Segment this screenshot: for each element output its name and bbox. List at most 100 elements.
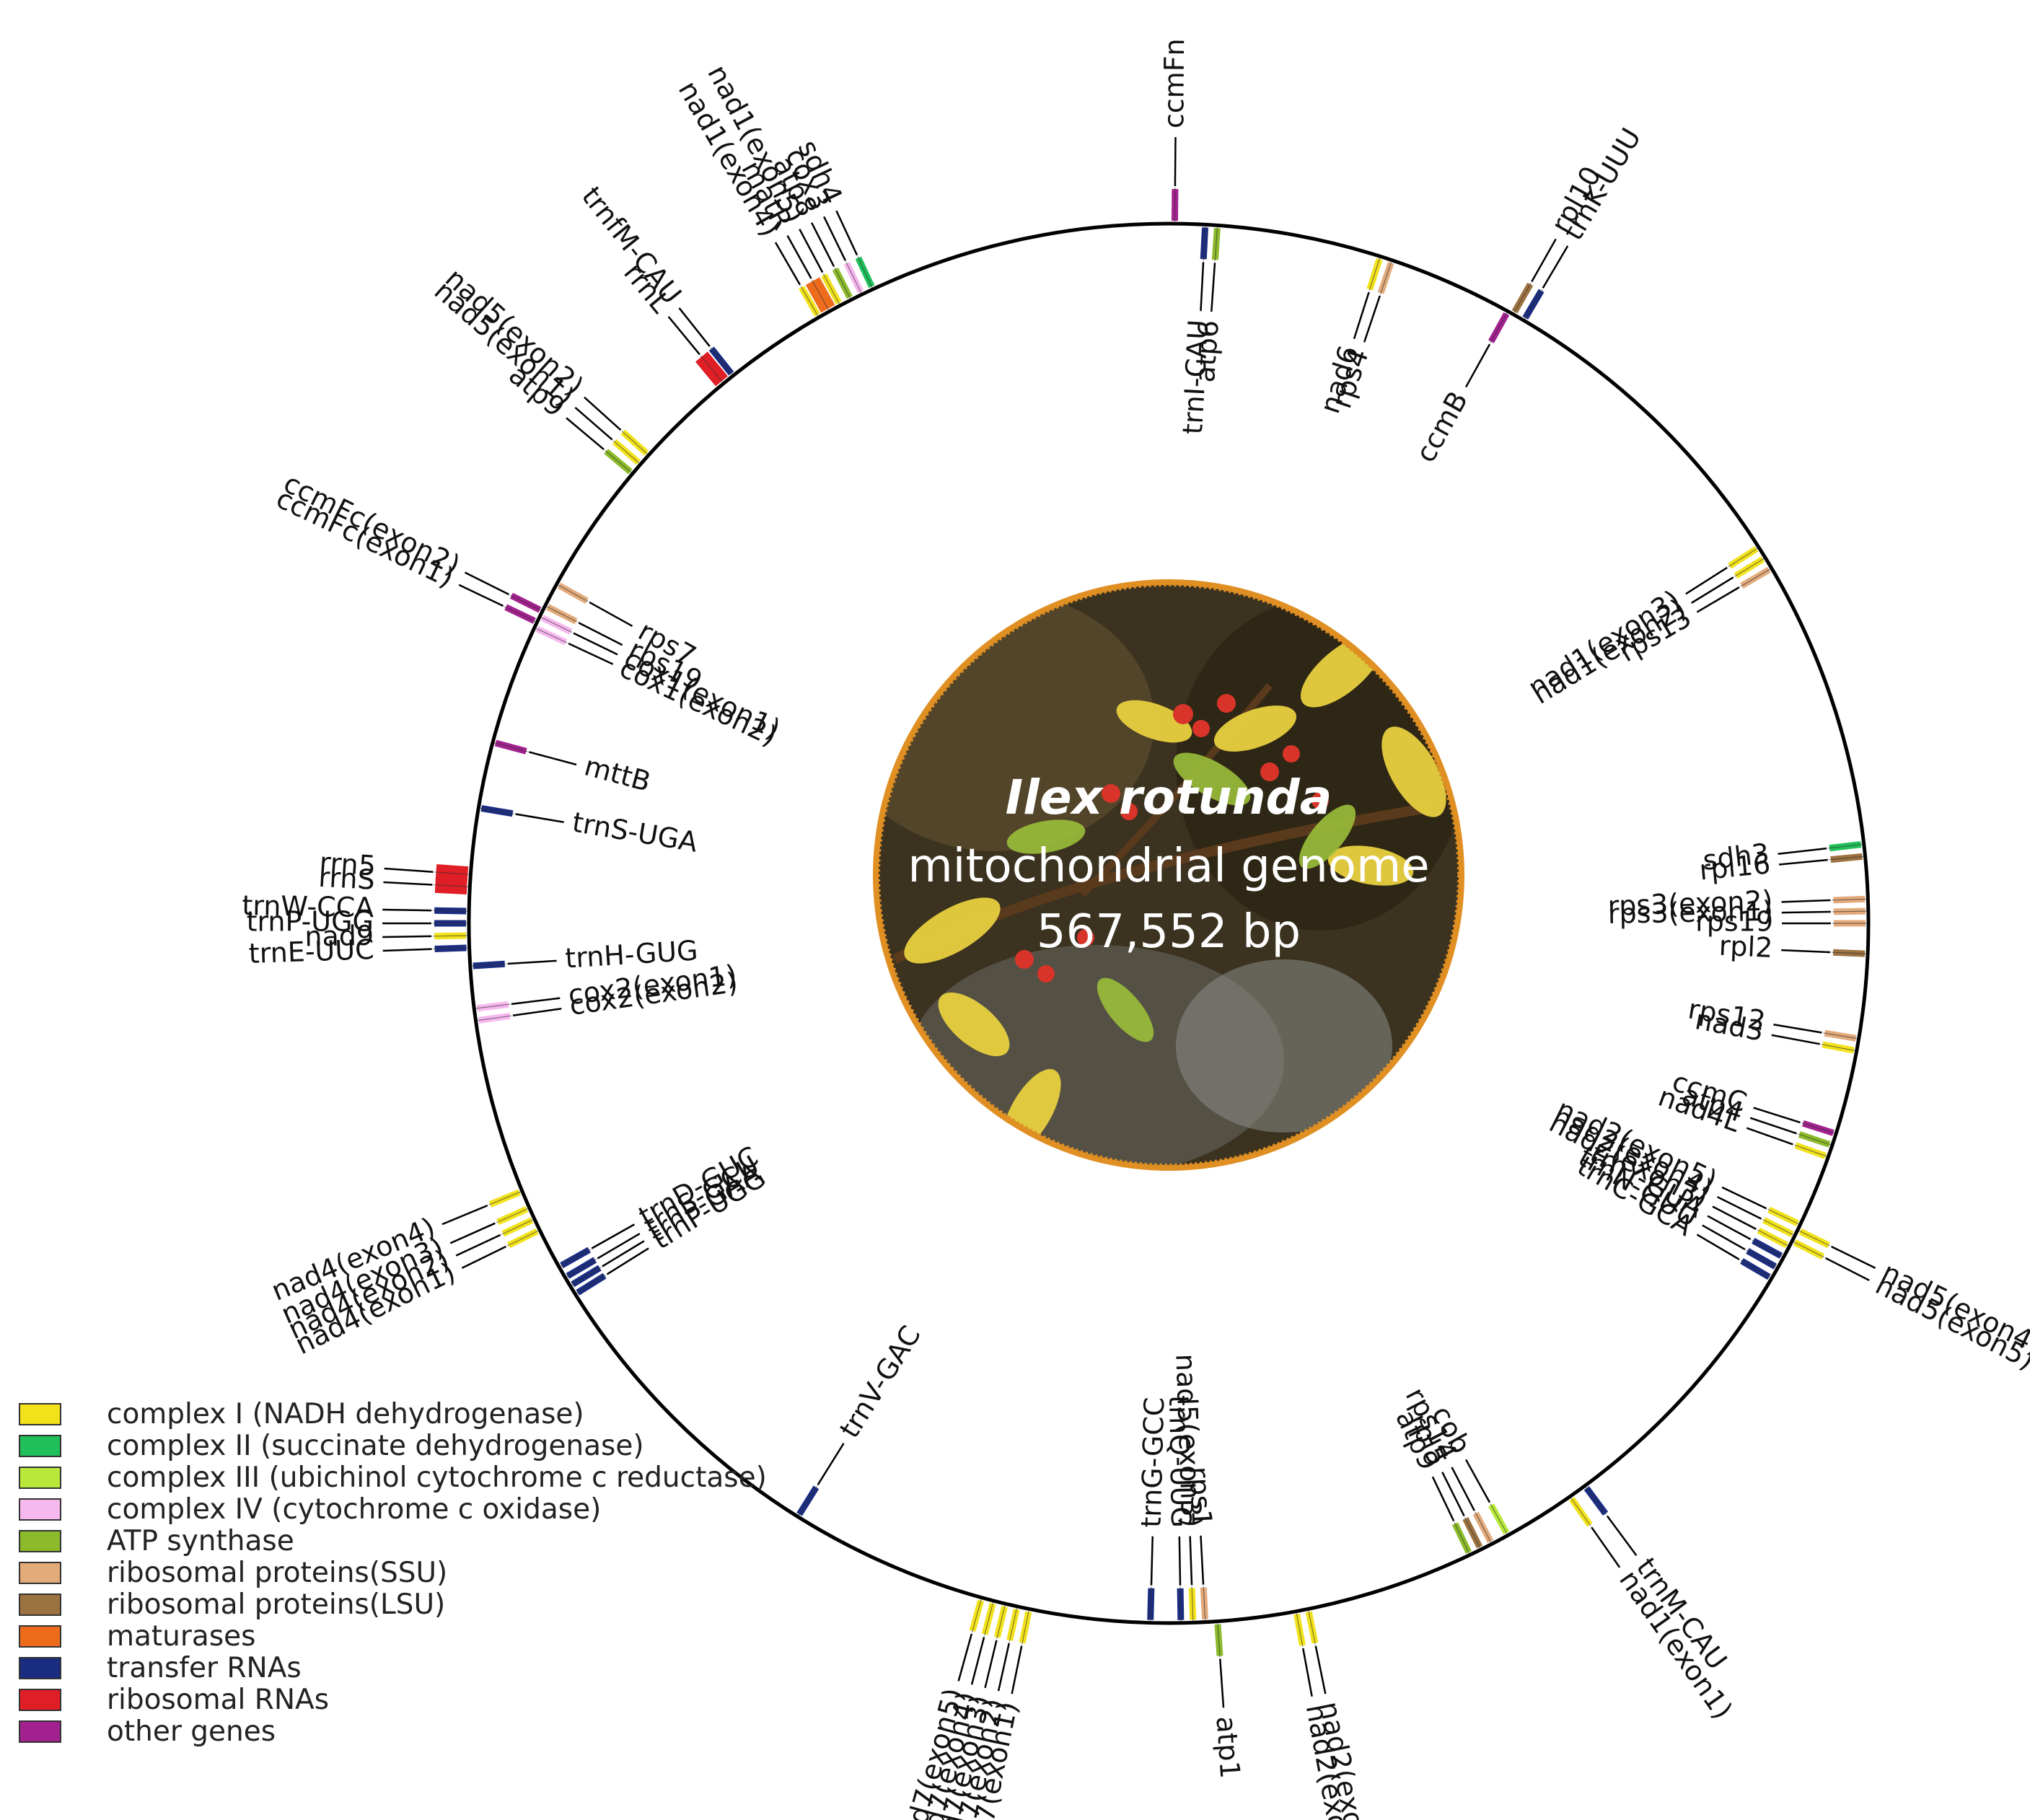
species-name: Ilex rotunda	[1006, 770, 1332, 825]
gene-block-edge	[475, 1003, 510, 1009]
gene-label: ccmB	[1410, 386, 1474, 467]
gene-leader-line	[1178, 1536, 1182, 1586]
legend: complex I (NADH dehydrogenase) complex I…	[19, 1398, 767, 1748]
gene-label: ccmFn	[1158, 38, 1190, 128]
gene-leader-line	[997, 1643, 1011, 1692]
gene-leader-line	[1606, 1515, 1638, 1556]
legend-swatch-trna	[19, 1657, 61, 1679]
gene-leader-line	[1531, 238, 1557, 283]
legend-label: complex I (NADH dehydrogenase)	[107, 1398, 584, 1430]
gene-block-edge	[535, 628, 568, 643]
legend-swatch-other	[19, 1720, 61, 1743]
gene-leader-line	[515, 813, 564, 823]
gene-label: trnG-GCC	[1135, 1397, 1171, 1528]
legend-swatch-ssu	[19, 1562, 61, 1584]
gene-block-edge	[558, 584, 589, 602]
gene-block-edge	[1801, 1122, 1835, 1134]
legend-item: complex II (succinate dehydrogenase)	[19, 1430, 644, 1462]
gene-block-edge	[1793, 1241, 1825, 1258]
gene-leader-line	[512, 1008, 562, 1016]
legend-label: complex IV (cytochrome c oxidase)	[107, 1493, 601, 1526]
gene-block-edge	[1752, 1239, 1783, 1257]
genome-size: 567,552 bp	[1037, 905, 1301, 959]
gene-leader-line	[383, 881, 433, 886]
gene-leader-line	[382, 935, 432, 938]
gene-leader-line	[1011, 1645, 1023, 1694]
legend-label: maturases	[107, 1620, 255, 1653]
gene-leader-line	[382, 948, 432, 952]
legend-item: ATP synthase	[19, 1525, 294, 1557]
gene-block-edge	[1179, 1586, 1182, 1622]
gene-block-edge	[501, 1219, 534, 1235]
gene-block-edge	[493, 742, 528, 752]
gene-block-edge	[576, 1275, 607, 1294]
gene-label: trnI-CAU	[1177, 319, 1214, 435]
gene-block-edge	[1191, 1586, 1194, 1622]
gene-leader-line	[1781, 899, 1831, 903]
gene-leader-line	[1174, 137, 1177, 187]
gene-leader-line	[786, 235, 812, 279]
legend-item: complex I (NADH dehydrogenase)	[19, 1398, 584, 1430]
gene-leader-line	[566, 417, 605, 451]
gene-leader-line	[817, 1443, 845, 1486]
gene-block-edge	[996, 1605, 1006, 1639]
legend-swatch-lsu	[19, 1593, 61, 1616]
gene-leader-line	[1685, 566, 1728, 595]
gene-leader-line	[461, 1245, 506, 1269]
gene-block-edge	[1490, 1503, 1508, 1534]
gene-label: trnQ-UUG	[1163, 1395, 1197, 1528]
gene-leader-line	[984, 1640, 998, 1689]
legend-swatch-complex4	[19, 1498, 61, 1521]
legend-label: ATP synthase	[107, 1525, 294, 1557]
gene-leader-line	[667, 316, 700, 356]
gene-label: atp1	[1210, 1715, 1246, 1780]
gene-leader-line	[1353, 291, 1370, 340]
gene-leader-line	[1431, 1476, 1455, 1522]
gene-block-edge	[1829, 856, 1864, 861]
gene-leader-line	[573, 632, 618, 656]
legend-swatch-complex1	[19, 1403, 61, 1425]
gene-block-edge	[1832, 951, 1867, 954]
gene-leader-line	[574, 406, 613, 441]
gene-leader-line	[1302, 1648, 1313, 1697]
legend-item: ribosomal RNAs	[19, 1684, 329, 1716]
legend-item: complex IV (cytochrome c oxidase)	[19, 1493, 601, 1526]
gene-block-edge	[1490, 312, 1508, 343]
gene-block-edge	[1203, 1586, 1206, 1621]
gene-block-edge	[471, 963, 506, 967]
gene-leader-line	[1542, 245, 1569, 289]
gene-block-edge	[1585, 1486, 1607, 1516]
gene-leader-line	[568, 642, 614, 665]
gene-leader-line	[1200, 262, 1205, 312]
gene-block-edge	[546, 606, 578, 623]
gene-leader-line	[591, 1223, 636, 1249]
gene-leader-line	[1702, 1224, 1746, 1251]
gene-leader-line	[1707, 1215, 1752, 1241]
gene-block-edge	[1740, 1260, 1771, 1278]
gene-block-edge	[1823, 1032, 1858, 1039]
gene-block-edge	[540, 617, 573, 633]
legend-label: complex II (succinate dehydrogenase)	[107, 1430, 644, 1462]
gene-block-edge	[1464, 1517, 1481, 1549]
gene-leader-line	[774, 242, 801, 286]
gene-block-edge	[811, 279, 830, 311]
gene-leader-line	[1363, 295, 1381, 343]
gene-leader-line	[1749, 1117, 1797, 1135]
gene-block-edge	[509, 594, 542, 611]
gene-block-edge	[477, 1015, 512, 1021]
gene-leader-line	[602, 1240, 645, 1267]
gene-leader-line	[1831, 1245, 1876, 1269]
gene-label: nad5(exon3)	[1169, 1353, 1207, 1528]
gene-leader-line	[678, 307, 711, 347]
gene-block-edge	[612, 440, 640, 464]
gene-label: trnW-CCA	[242, 889, 374, 923]
gene-leader-line	[835, 210, 858, 256]
gene-block-edge	[433, 947, 468, 950]
legend-swatch-complex2	[19, 1435, 61, 1457]
gene-block-edge	[800, 286, 819, 317]
gene-block-edge	[1214, 227, 1218, 262]
gene-leader-line	[384, 867, 434, 873]
gene-block-edge	[566, 1259, 597, 1278]
gene-leader-line	[1210, 263, 1216, 312]
